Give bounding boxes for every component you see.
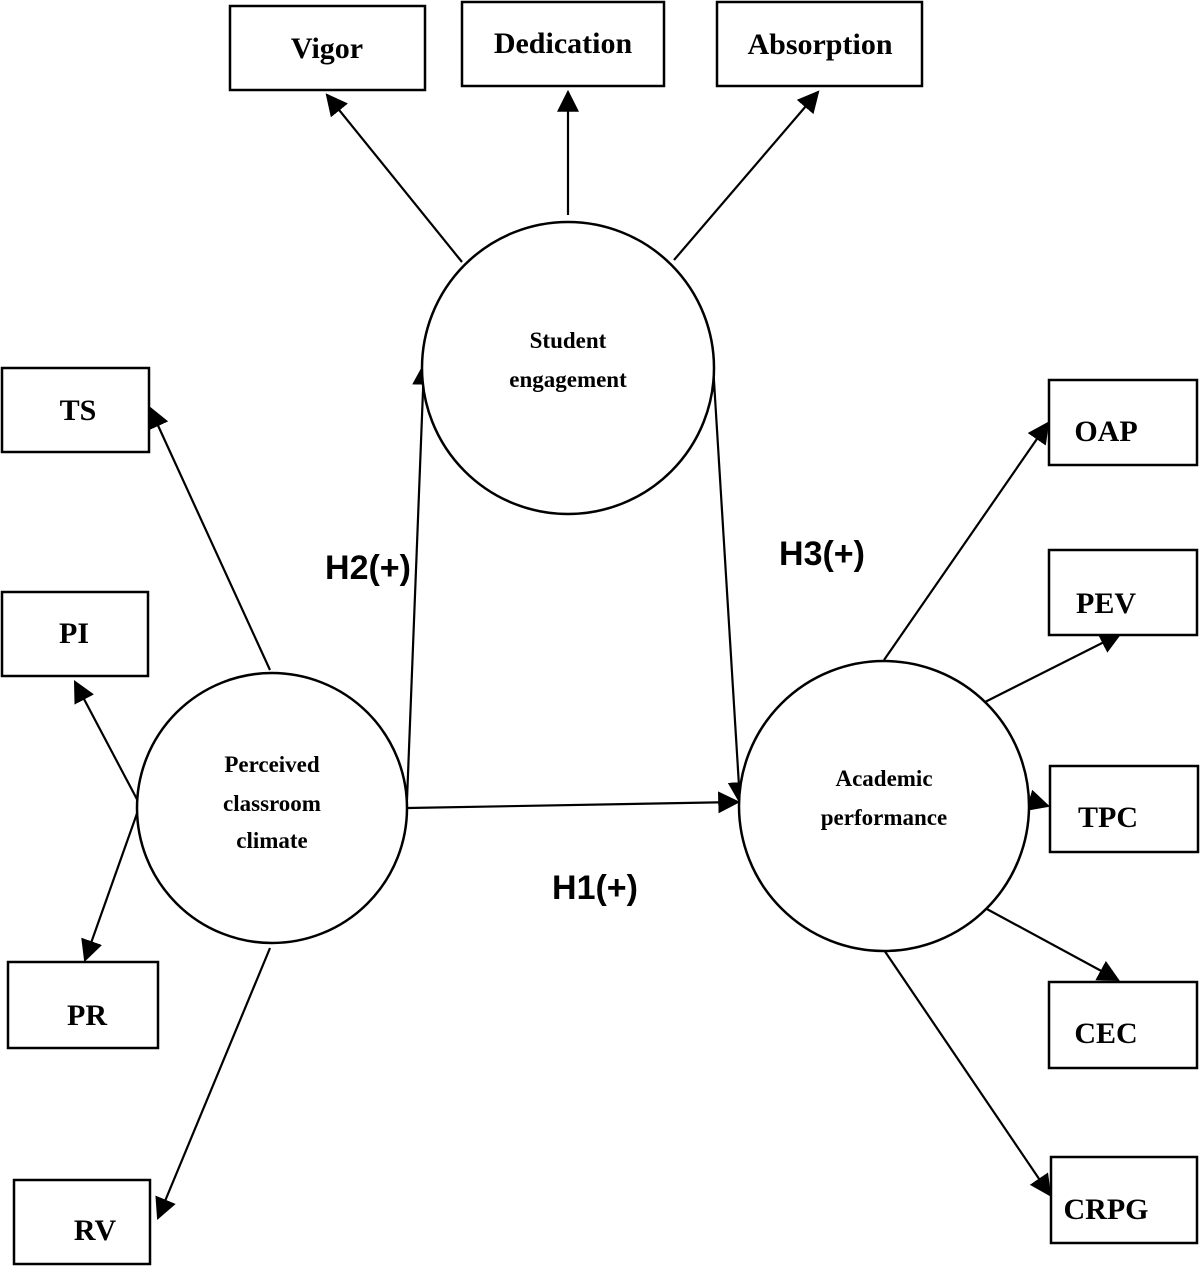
svg-text:Absorption: Absorption	[747, 28, 892, 61]
arrow-pcc-to-pi	[73, 680, 141, 806]
hypothesis-h1-label: H1(+)	[552, 869, 638, 907]
arrow-pcc-to-ts	[148, 405, 272, 671]
arrow-ap-to-pev	[984, 633, 1122, 703]
svg-text:TPC: TPC	[1078, 801, 1138, 834]
indicator-ts: TS	[0, 366, 151, 454]
svg-text:engagement: engagement	[509, 367, 627, 392]
latent-student-engagement: Student engagement	[420, 220, 716, 516]
hypothesis-h2-label: H2(+)	[325, 549, 411, 587]
svg-text:PR: PR	[67, 999, 107, 1032]
svg-text:RV: RV	[74, 1214, 117, 1247]
indicator-pr: PR	[6, 960, 160, 1050]
svg-text:CEC: CEC	[1074, 1017, 1137, 1050]
arrow-ap-to-cec	[984, 907, 1120, 982]
indicator-cec: CEC	[1047, 980, 1199, 1070]
indicator-pi: PI	[0, 590, 150, 678]
indicator-absorption: Absorption	[715, 0, 924, 88]
path-h2-pcc-to-se	[405, 362, 435, 801]
indicator-vigor: Vigor	[228, 4, 427, 92]
hypothesis-h3-label: H3(+)	[779, 535, 865, 573]
indicator-crpg: CRPG	[1049, 1155, 1199, 1245]
indicator-oap: OAP	[1047, 378, 1199, 467]
indicator-tpc: TPC	[1048, 764, 1200, 854]
svg-text:performance: performance	[821, 805, 947, 830]
svg-text:OAP: OAP	[1074, 415, 1137, 448]
svg-text:PI: PI	[59, 617, 89, 650]
svg-text:Dedication: Dedication	[494, 27, 633, 60]
indicator-rv: RV	[12, 1178, 152, 1266]
arrow-ap-to-oap	[883, 421, 1050, 661]
svg-text:Perceived: Perceived	[224, 752, 320, 777]
arrow-pcc-to-rv	[155, 947, 272, 1221]
path-h1-pcc-to-ap	[407, 791, 741, 814]
svg-text:Vigor: Vigor	[291, 32, 363, 65]
svg-text:Academic: Academic	[835, 766, 932, 791]
indicator-dedication: Dedication	[460, 0, 666, 88]
svg-text:climate: climate	[236, 828, 308, 853]
arrow-se-to-absorption	[673, 90, 820, 261]
indicator-pev: PEV	[1047, 548, 1199, 637]
arrow-ap-to-tpc	[1025, 789, 1051, 811]
arrow-se-to-vigor	[325, 93, 463, 263]
latent-academic-performance: Academic performance	[737, 659, 1031, 953]
svg-text:Student: Student	[530, 328, 607, 353]
path-h3-se-to-ap	[711, 364, 750, 805]
svg-text:classroom: classroom	[223, 791, 321, 816]
arrow-ap-to-crpg	[883, 949, 1052, 1197]
latent-perceived-classroom-climate: Perceived classroom climate	[135, 671, 409, 945]
svg-text:CRPG: CRPG	[1064, 1193, 1149, 1226]
arrow-pcc-to-pr	[81, 804, 142, 963]
svg-text:TS: TS	[60, 394, 97, 427]
svg-text:PEV: PEV	[1076, 587, 1136, 620]
